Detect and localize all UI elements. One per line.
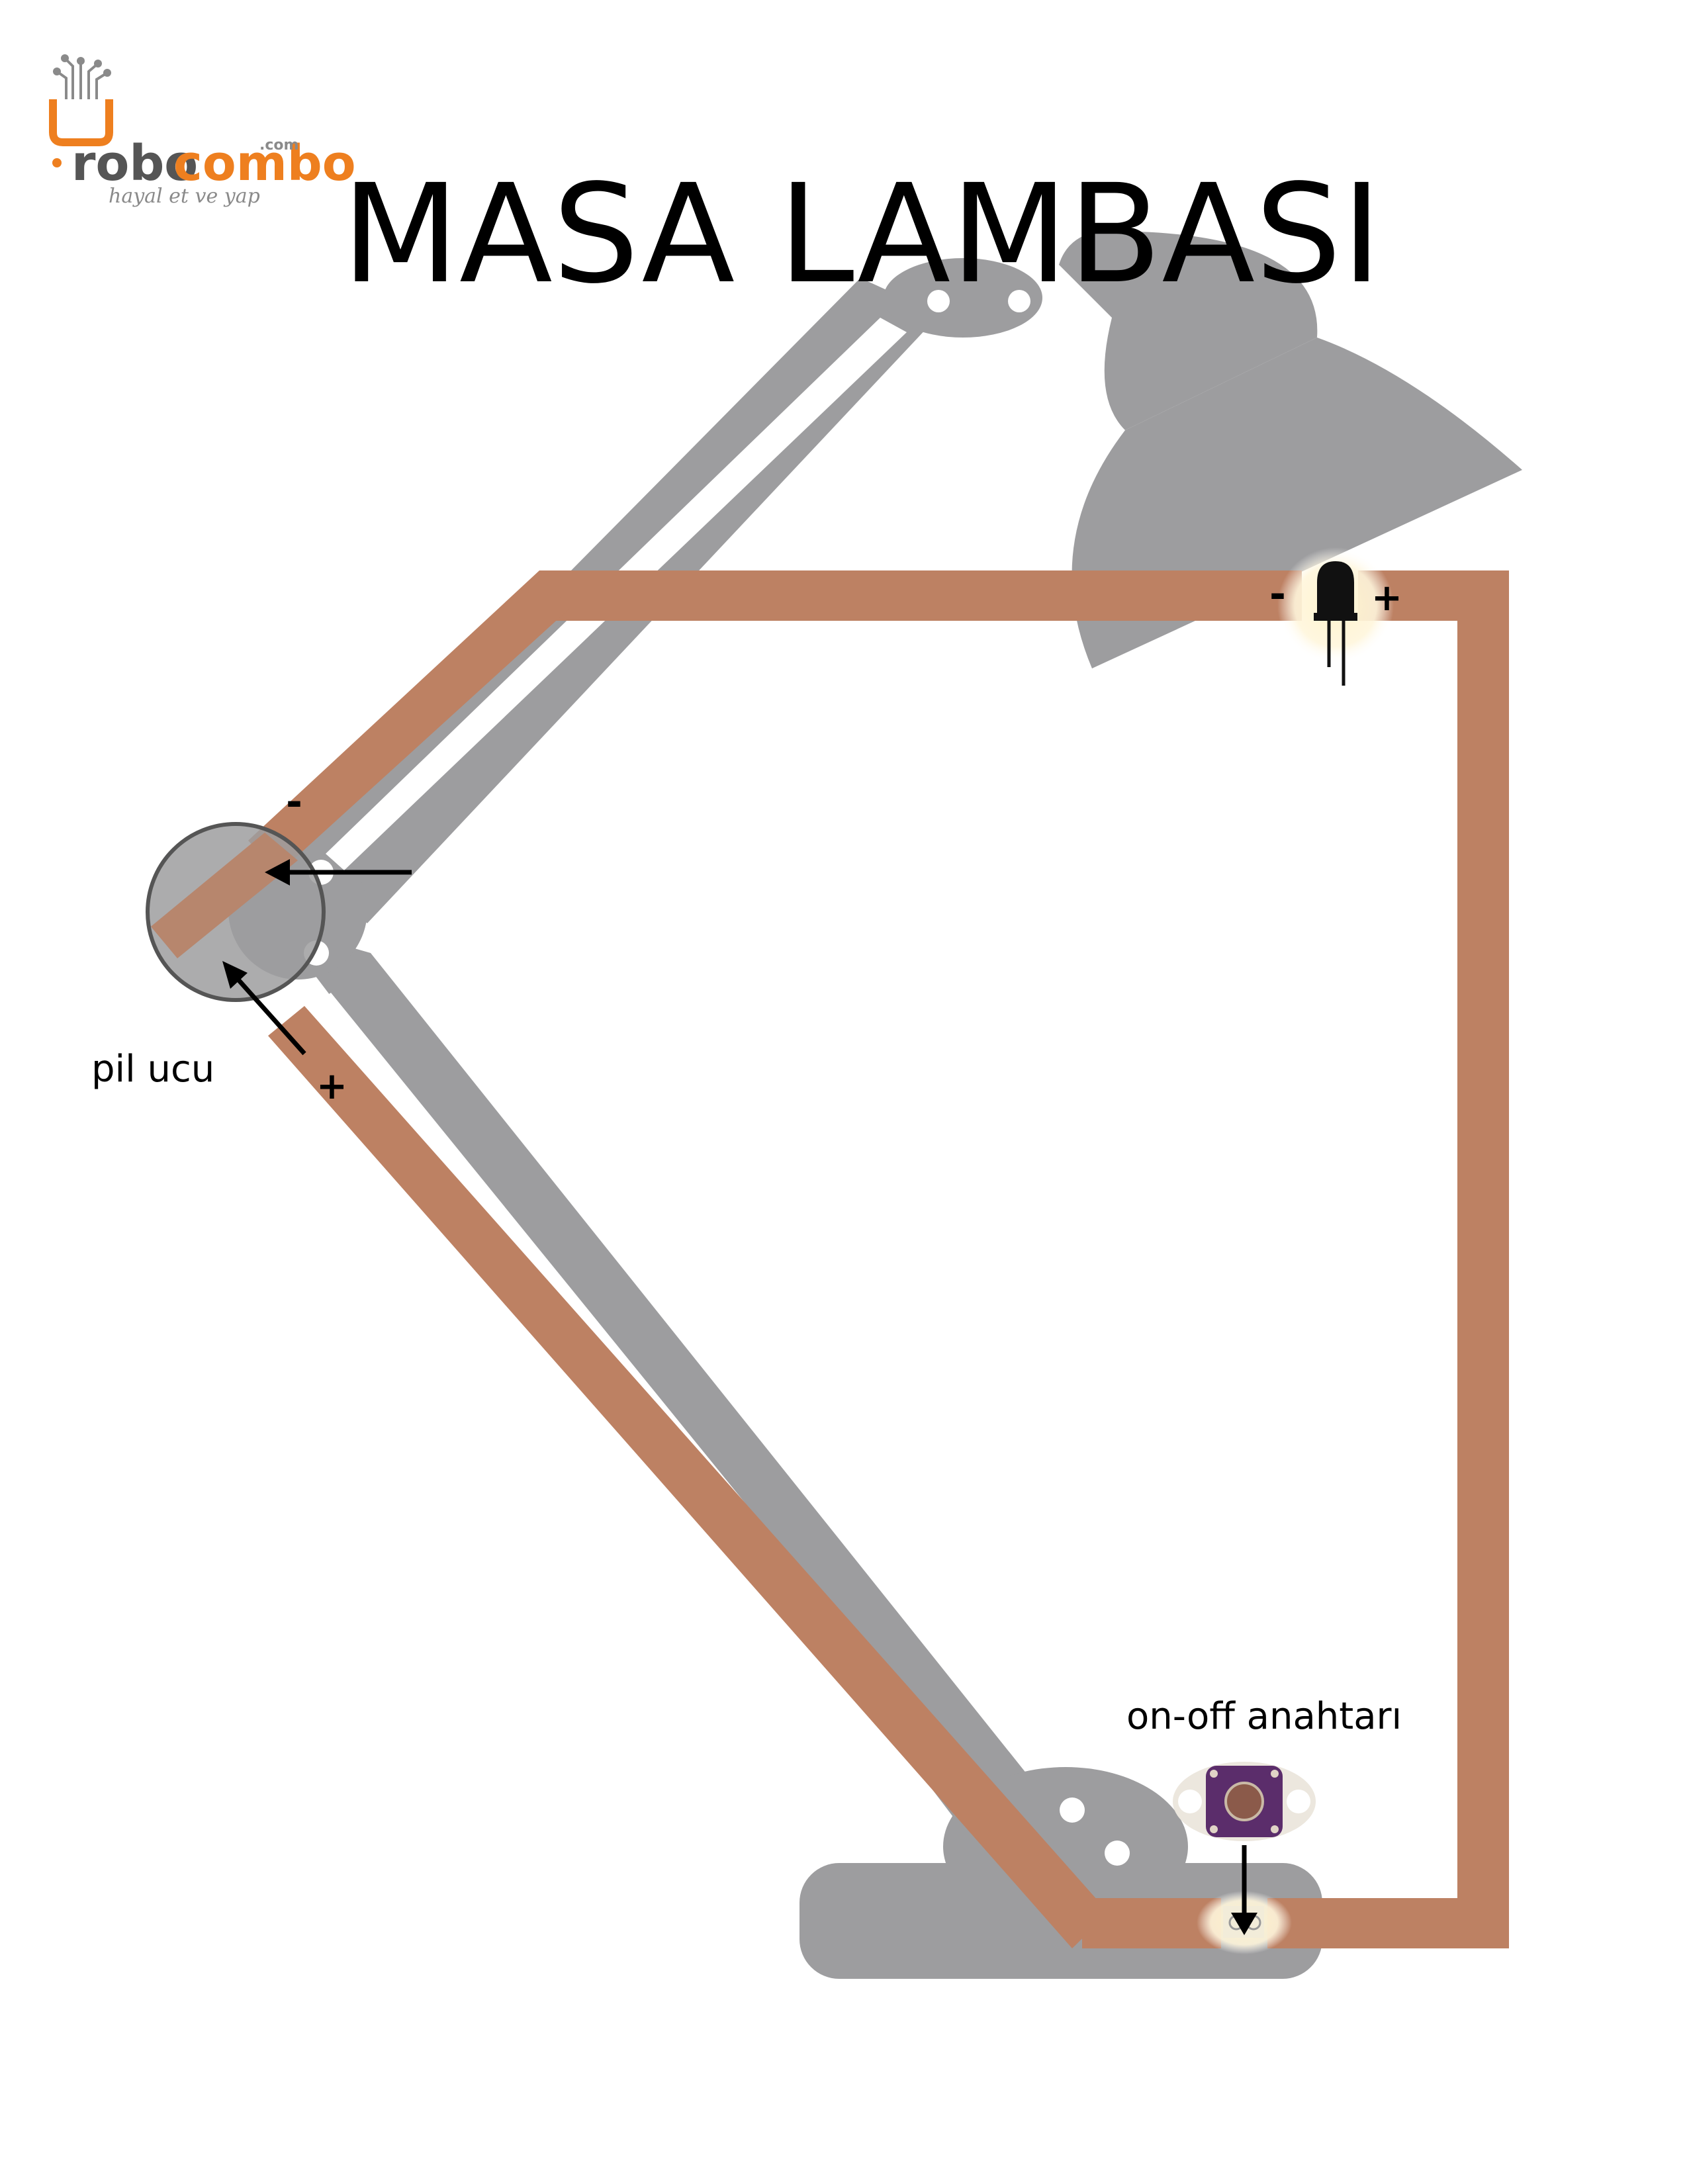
copper-tape-traces: [151, 570, 1509, 1948]
led-icon: [1314, 561, 1357, 686]
robocombo-logo-icon: [49, 54, 113, 167]
brand-part2: combo: [173, 135, 356, 192]
switch-arrow: [1231, 1845, 1257, 1935]
brand-suffix: .com: [259, 137, 298, 154]
battery-minus-sign: -: [286, 779, 302, 825]
battery-label: pil ucu: [91, 1048, 214, 1091]
battery-arrows: [222, 859, 412, 1056]
led-minus-sign: -: [1269, 571, 1286, 617]
led-plus-sign: +: [1371, 576, 1402, 619]
page-title: MASA LAMBASI: [342, 155, 1382, 314]
switch-label: on-off anahtarı: [1126, 1695, 1402, 1738]
brand-part1: robo: [71, 135, 198, 192]
brand-tagline: hayal et ve yap: [109, 185, 260, 208]
lilypad-switch-icon: [1173, 1762, 1316, 1841]
battery-plus-sign: +: [316, 1065, 347, 1108]
